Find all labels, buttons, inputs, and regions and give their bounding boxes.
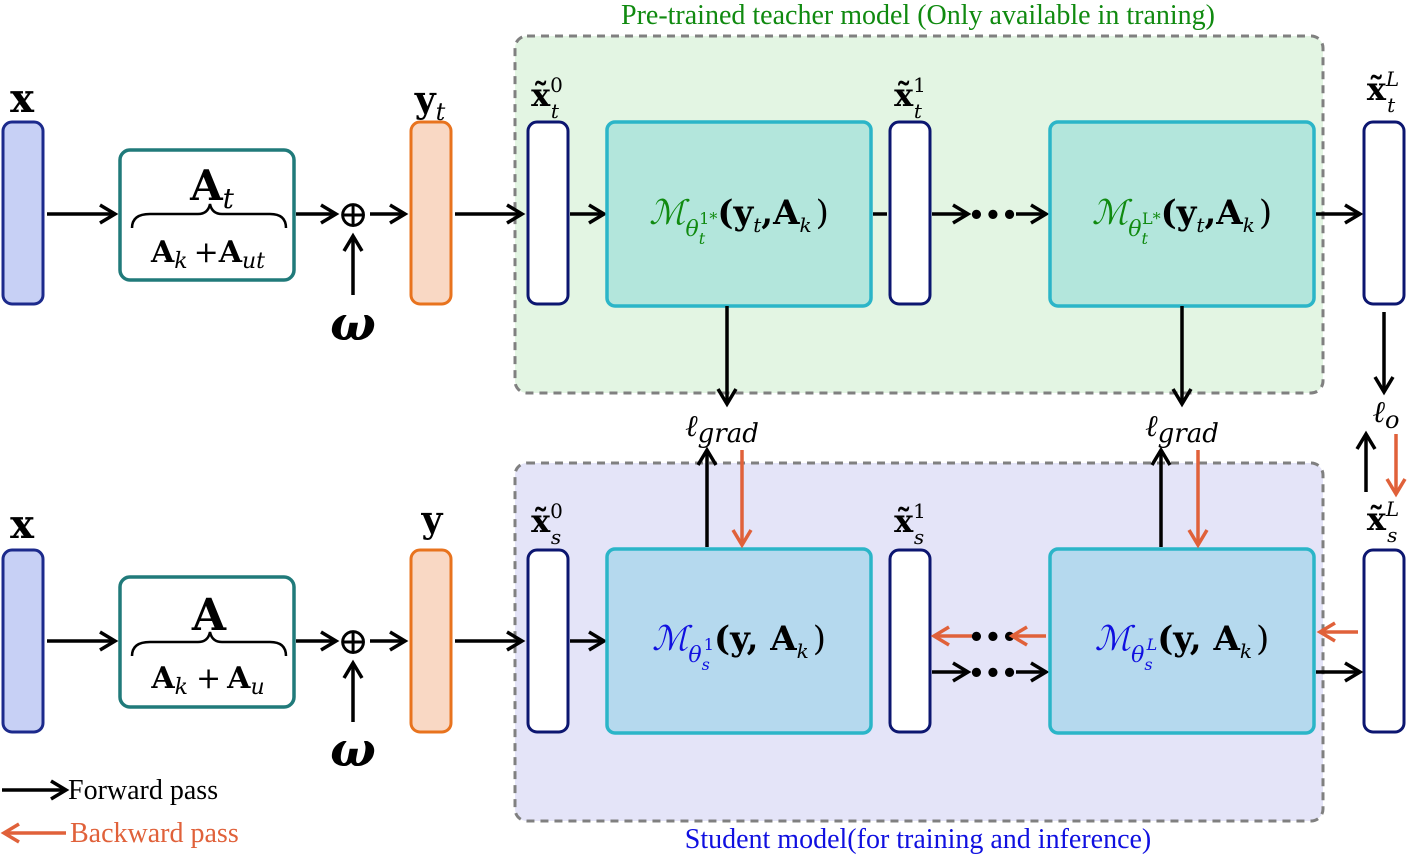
- teacher-noise-label: ω: [330, 296, 376, 352]
- student-stateL-vector: [1362, 548, 1406, 734]
- legend-forward-label: Forward pass: [68, 775, 218, 806]
- grad-loss-label-2: ℓgrad: [1145, 409, 1219, 449]
- output-loss-label: ℓo: [1373, 395, 1400, 434]
- teacher-input-vector: [1, 120, 45, 306]
- teacher-block1-formula: ℳθt1*(yt,Ak): [649, 193, 829, 248]
- student-block1-formula: ℳθs1(y, Ak): [652, 619, 826, 674]
- student-underbrace: [130, 631, 288, 657]
- student-unrolled-block-1: [605, 547, 873, 735]
- teacher-measurement-vector: [409, 120, 453, 306]
- teacher-title: Pre-trained teacher model (Only availabl…: [621, 0, 1215, 31]
- student-blockL-formula: ℳθsL(y, Ak): [1095, 619, 1270, 674]
- student-input-label: x: [10, 501, 35, 548]
- teacher-operator-top: At: [189, 161, 235, 215]
- teacher-sum-symbol: ⊕: [337, 192, 369, 236]
- teacher-underbrace: [130, 203, 288, 229]
- student-ellipsis-forward: •••: [968, 659, 1018, 689]
- student-operator-box: [118, 575, 296, 709]
- student-noise-label: ω: [330, 722, 376, 778]
- teacher-operator-box: [118, 148, 296, 282]
- student-ellipsis-backward: •••: [968, 623, 1018, 653]
- student-state0-vector: [526, 548, 570, 734]
- teacher-state1-vector: [888, 120, 932, 306]
- student-state1-vector: [888, 548, 932, 734]
- teacher-blockL-formula: ℳθtL*(yt,Ak): [1092, 193, 1272, 248]
- teacher-operator-bottom: Ak+Aut: [150, 235, 265, 274]
- legend-backward-label: Backward pass: [70, 818, 239, 849]
- teacher-state0-vector: [526, 120, 570, 306]
- student-unrolled-block-L: [1048, 547, 1316, 735]
- teacher-unrolled-block-1: [605, 120, 873, 308]
- grad-loss-label-1: ℓgrad: [685, 409, 759, 449]
- student-measurement-vector: [409, 548, 453, 734]
- teacher-input-label: x: [10, 75, 35, 122]
- teacher-stateL-vector: [1362, 120, 1406, 306]
- student-measurement-label: y: [421, 499, 444, 541]
- student-operator-bottom: Ak+Au: [150, 661, 264, 700]
- student-title: Student model(for training and inference…: [685, 824, 1152, 855]
- student-sum-symbol: ⊕: [337, 619, 369, 663]
- teacher-measurement-label: yt: [414, 79, 446, 126]
- teacher-ellipsis: •••: [968, 201, 1018, 231]
- student-input-vector: [1, 548, 45, 734]
